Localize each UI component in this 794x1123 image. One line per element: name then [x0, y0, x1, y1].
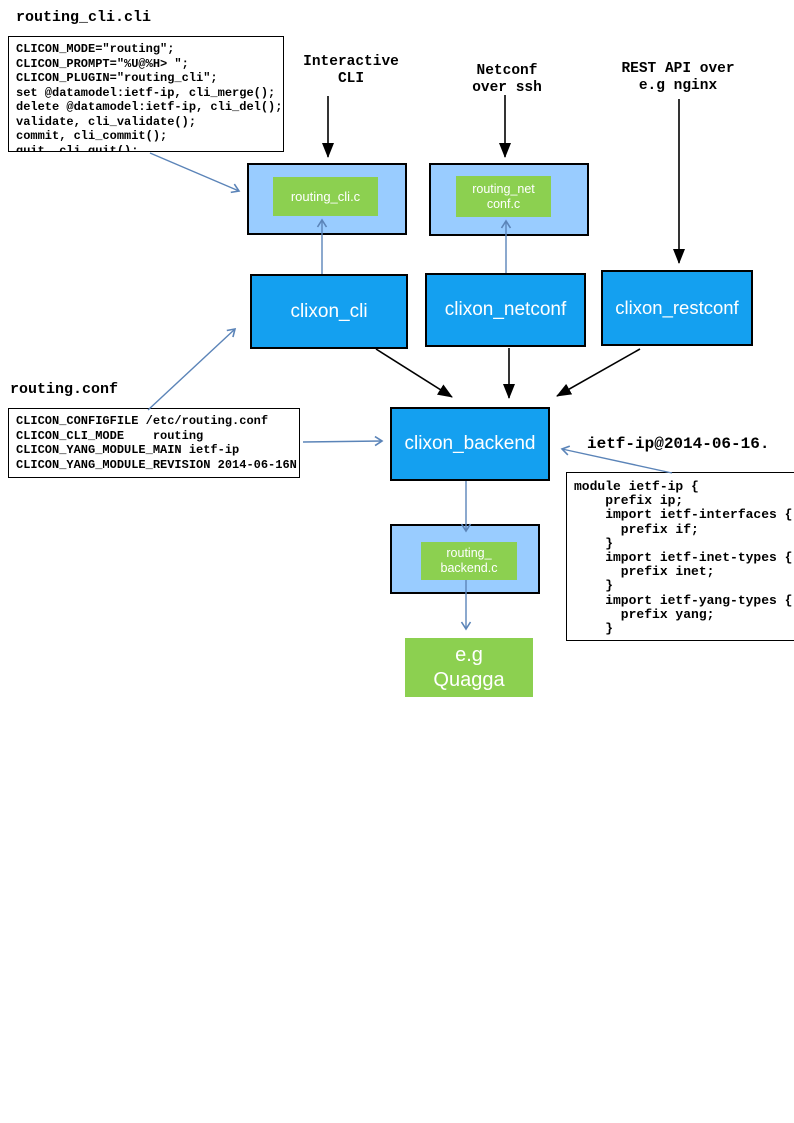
- yang-file-title: ietf-ip@2014-06-16.: [587, 435, 770, 453]
- arrow-conf-to-backend: [302, 435, 384, 447]
- clixon-restconf-node: clixon_restconf: [601, 270, 753, 346]
- arrow-restconf-to-backend: [556, 348, 641, 397]
- routing-cli-c-node: routing_cli.c: [273, 177, 378, 216]
- netconf-plugin-container: routing_net conf.c: [429, 163, 589, 236]
- routing-backend-c-node: routing_ backend.c: [421, 542, 517, 580]
- clixon-backend-node: clixon_backend: [390, 407, 550, 481]
- netconf-over-ssh-label: Netconf over ssh: [472, 63, 542, 96]
- rest-api-label: REST API over e.g nginx: [621, 61, 735, 94]
- interactive-cli-label: Interactive CLI: [303, 54, 399, 87]
- backend-plugin-container: routing_ backend.c: [390, 524, 540, 594]
- arrow-cli-to-backend: [375, 348, 453, 398]
- routing-netconf-c-node: routing_net conf.c: [456, 176, 551, 217]
- yang-module-code-box: module ietf-ip { prefix ip; import ietf-…: [566, 472, 794, 641]
- routing-conf-file-title: routing.conf: [10, 381, 119, 398]
- clixon-cli-node: clixon_cli: [250, 274, 408, 349]
- routing-conf-code-box: CLICON_CONFIGFILE /etc/routing.conf CLIC…: [8, 408, 300, 478]
- routing-cli-file-title: routing_cli.cli: [16, 9, 152, 26]
- quagga-node: e.g Quagga: [405, 638, 533, 697]
- clixon-netconf-node: clixon_netconf: [425, 273, 586, 347]
- arrow-clifile-to-cli-plugin: [149, 152, 241, 194]
- cli-plugin-container: routing_cli.c: [247, 163, 407, 235]
- arrow-conf-to-clixoncli: [147, 327, 237, 411]
- routing-cli-code-box: CLICON_MODE="routing"; CLICON_PROMPT="%U…: [8, 36, 284, 152]
